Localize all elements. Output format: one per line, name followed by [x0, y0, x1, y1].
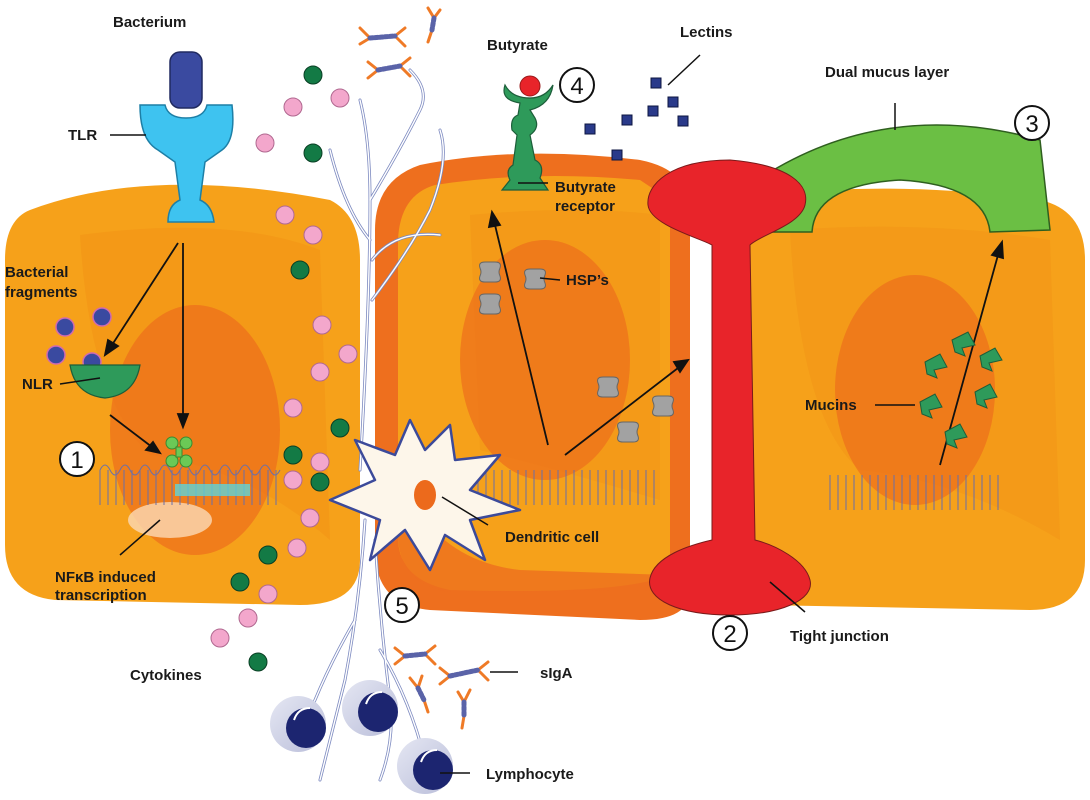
- butyrate-receptor: [500, 83, 554, 191]
- step-1: 1: [70, 447, 83, 474]
- label-butyrate-receptor-2: receptor: [555, 198, 615, 215]
- cytokine-dots: [210, 65, 358, 672]
- step-2: 2: [723, 621, 736, 648]
- label-dual-mucus-layer: Dual mucus layer: [825, 64, 949, 81]
- label-bacterial-fragments-1: Bacterial: [5, 264, 68, 281]
- label-nfkb-2: transcription: [55, 587, 147, 604]
- signal-arrows-middle: [487, 209, 690, 456]
- tight-junction: [647, 159, 811, 616]
- lymphocytes: [270, 680, 453, 794]
- label-tlr: TLR: [68, 127, 97, 144]
- label-butyrate: Butyrate: [487, 37, 548, 54]
- step-markers: [59, 67, 1050, 651]
- nfkb-complex: [165, 436, 193, 468]
- mucin-shapes: [919, 331, 1003, 449]
- epithelial-cell-middle: [375, 153, 690, 621]
- label-mucins: Mucins: [805, 397, 857, 414]
- label-tight-junction: Tight junction: [790, 628, 889, 645]
- step-4: 4: [570, 73, 583, 100]
- bacterium-shape: [169, 51, 203, 109]
- label-nlr: NLR: [22, 376, 53, 393]
- label-nfkb-1: NFκB induced: [55, 569, 156, 586]
- nucleus-right: [835, 275, 995, 505]
- label-butyrate-receptor-1: Butyrate: [555, 179, 616, 196]
- signal-arrows-left: [103, 242, 190, 455]
- hsp-proteins: [479, 261, 674, 443]
- transcription-segment: [175, 484, 250, 496]
- tlr-receptor: [139, 104, 234, 223]
- butyrate-molecule: [519, 75, 541, 97]
- nucleus-middle: [460, 240, 630, 480]
- step-3: 3: [1025, 111, 1038, 138]
- bacterial-fragments: [46, 307, 112, 372]
- siga-antibodies: [358, 6, 490, 730]
- step-5: 5: [395, 593, 408, 620]
- label-siga: sIgA: [540, 665, 573, 682]
- label-dendritic-cell: Dendritic cell: [505, 529, 599, 546]
- label-bacterial-fragments-2: fragments: [5, 284, 78, 301]
- epithelial-cell-right: [730, 188, 1085, 611]
- label-lymphocyte: Lymphocyte: [486, 766, 574, 783]
- label-bacterium: Bacterium: [113, 14, 186, 31]
- label-lectins: Lectins: [680, 24, 733, 41]
- label-cytokines: Cytokines: [130, 667, 202, 684]
- dendritic-nucleus: [414, 480, 436, 510]
- dual-mucus-layer: [749, 124, 1051, 233]
- dna-helix-right: [829, 475, 999, 510]
- lectin-squares: [584, 77, 689, 161]
- leader-lines: [59, 54, 915, 774]
- label-hsps: HSP’s: [566, 272, 609, 289]
